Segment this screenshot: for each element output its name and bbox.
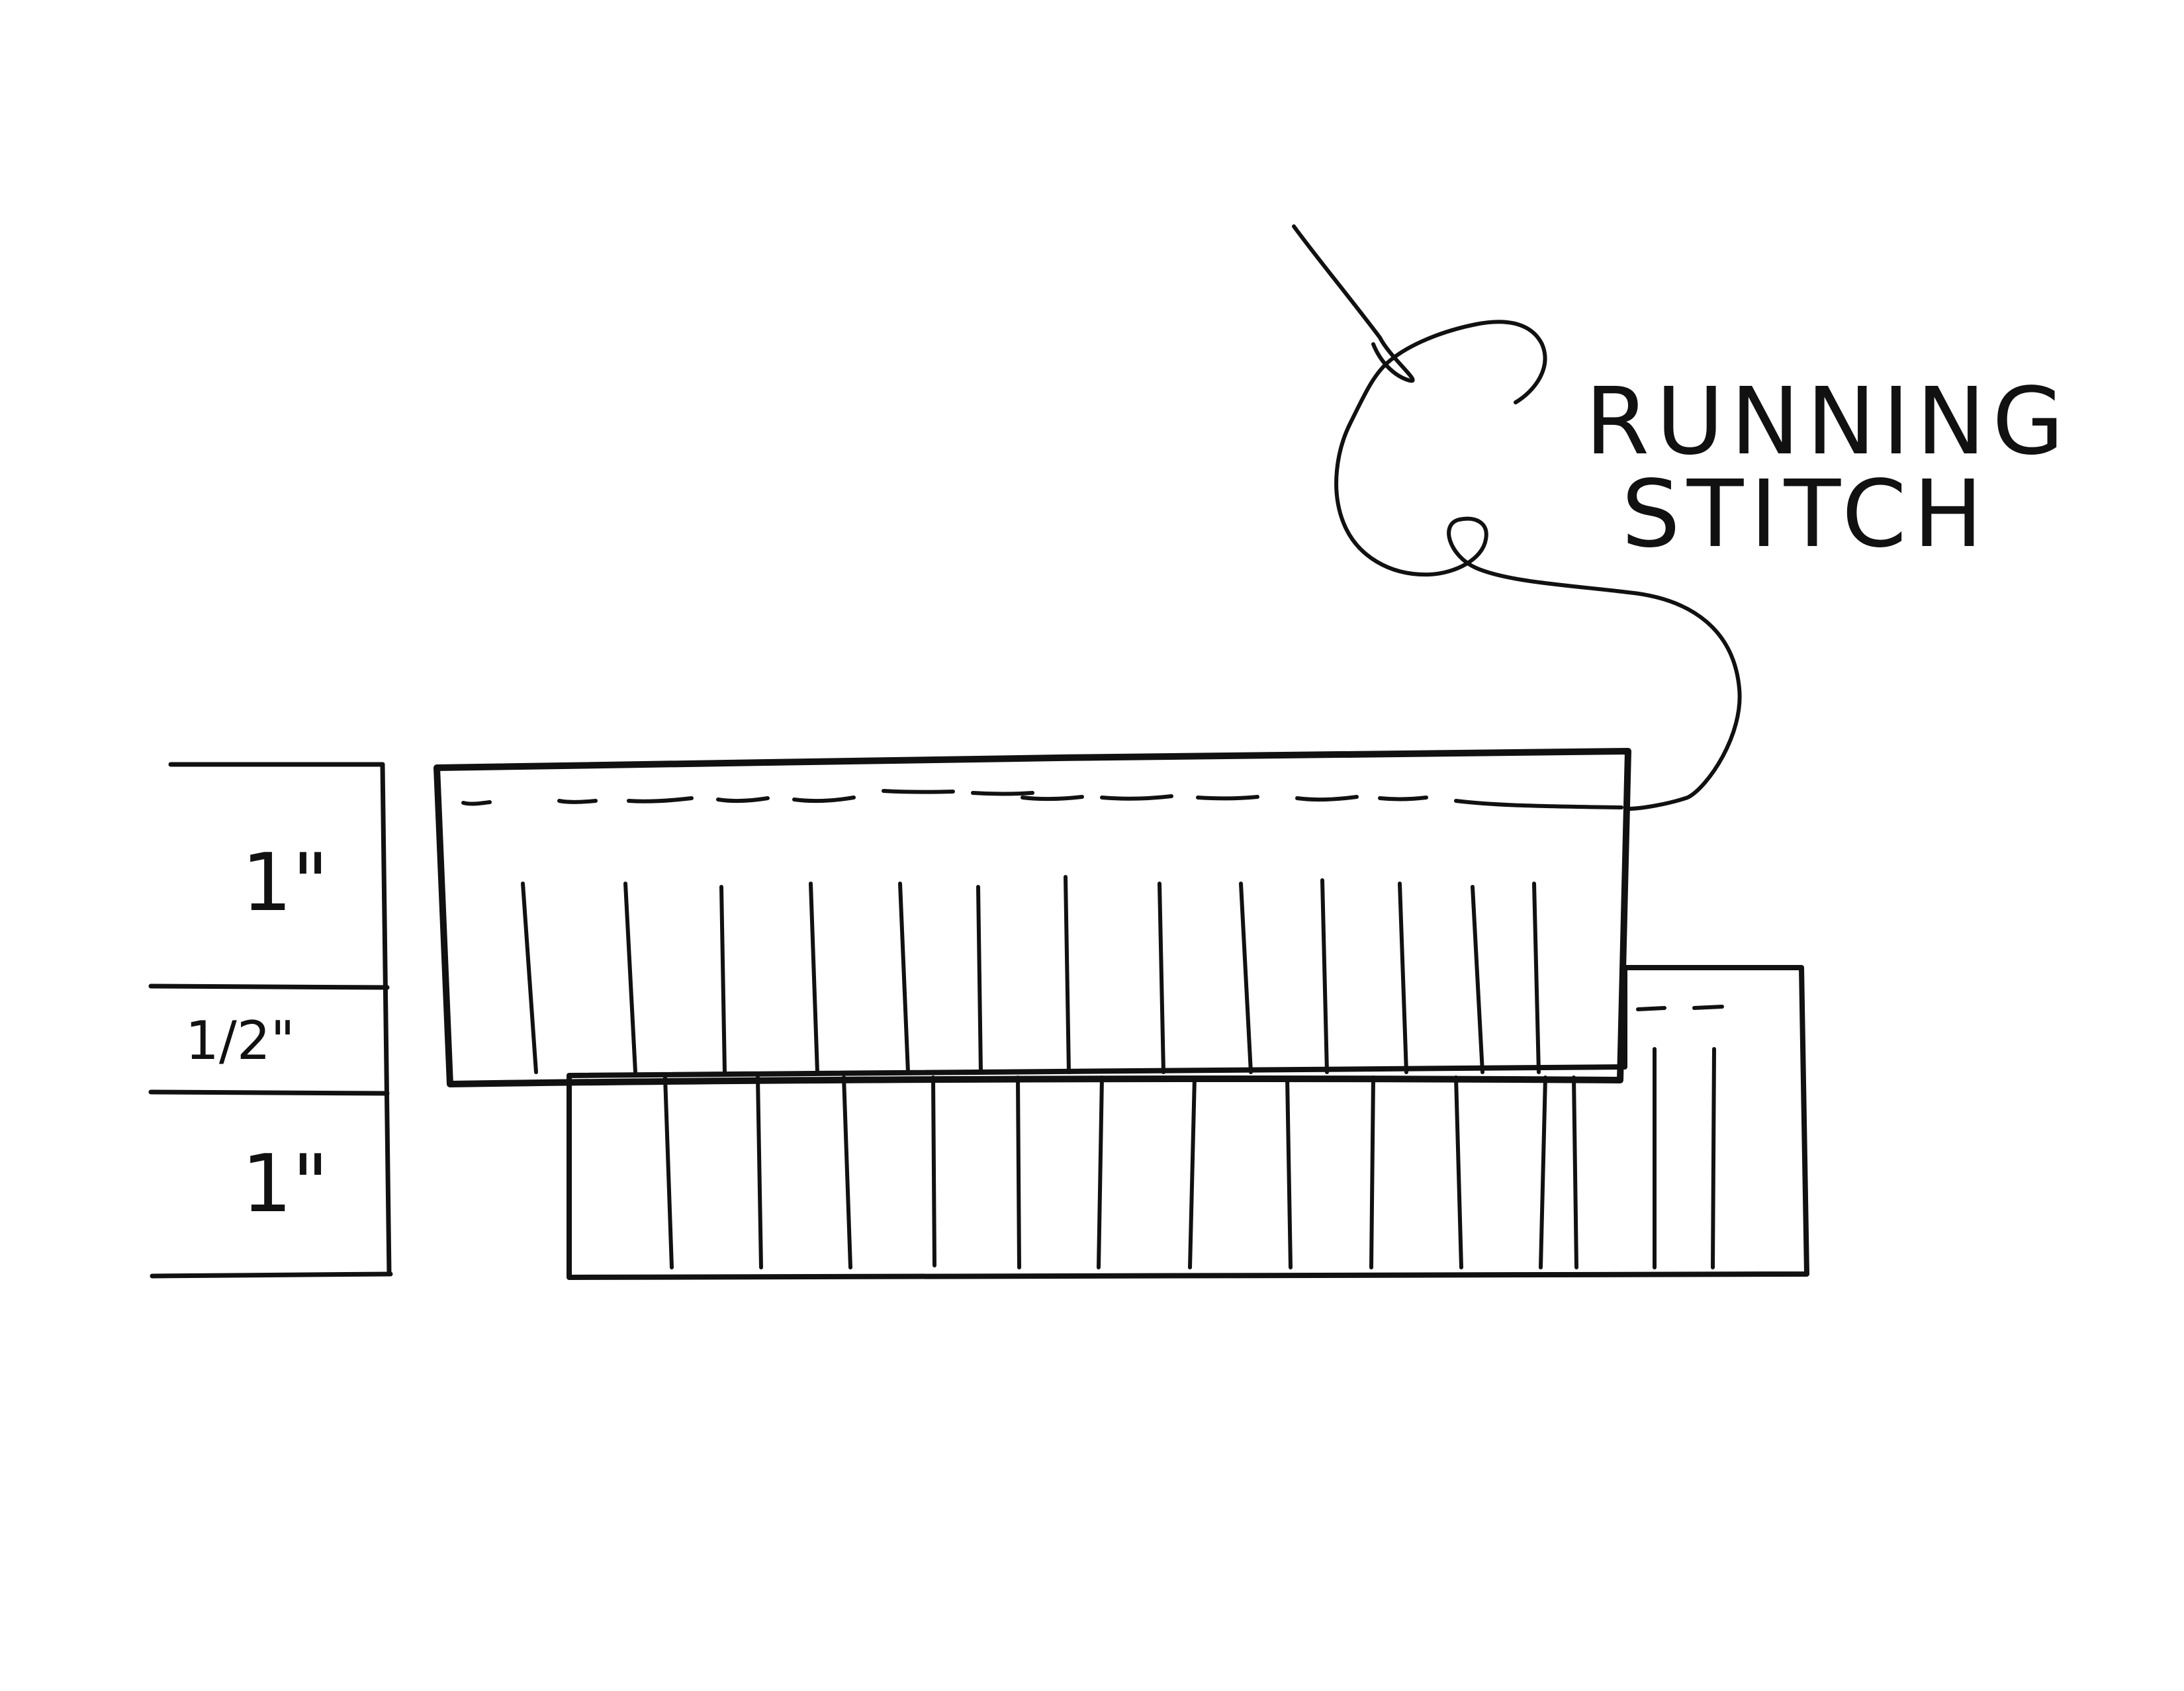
front-fringe-strip <box>433 748 1631 1087</box>
measurement-top: 1" <box>242 837 329 929</box>
needle-icon <box>1292 224 1415 383</box>
measurement-labels: 1" 1/2" 1" <box>185 837 329 1230</box>
front-fringe-fill <box>433 748 1631 1087</box>
front-running-stitch <box>461 789 1623 809</box>
needle-and-thread <box>1292 224 1742 811</box>
back-running-stitch <box>1636 1005 1724 1011</box>
measurement-ruler <box>148 762 393 1279</box>
back-fringe-cuts <box>663 1047 1716 1269</box>
label-line-2: STITCH <box>1621 461 1989 569</box>
measurement-bottom: 1" <box>242 1138 329 1230</box>
running-stitch-label: RUNNING STITCH <box>1585 368 2071 569</box>
thread <box>1334 320 1742 811</box>
front-fringe-cuts <box>521 875 1541 1074</box>
measurement-middle: 1/2" <box>185 1010 295 1072</box>
back-fringe-strip <box>567 965 1809 1280</box>
back-fringe-fill <box>567 965 1809 1280</box>
label-line-1: RUNNING <box>1585 368 2071 476</box>
